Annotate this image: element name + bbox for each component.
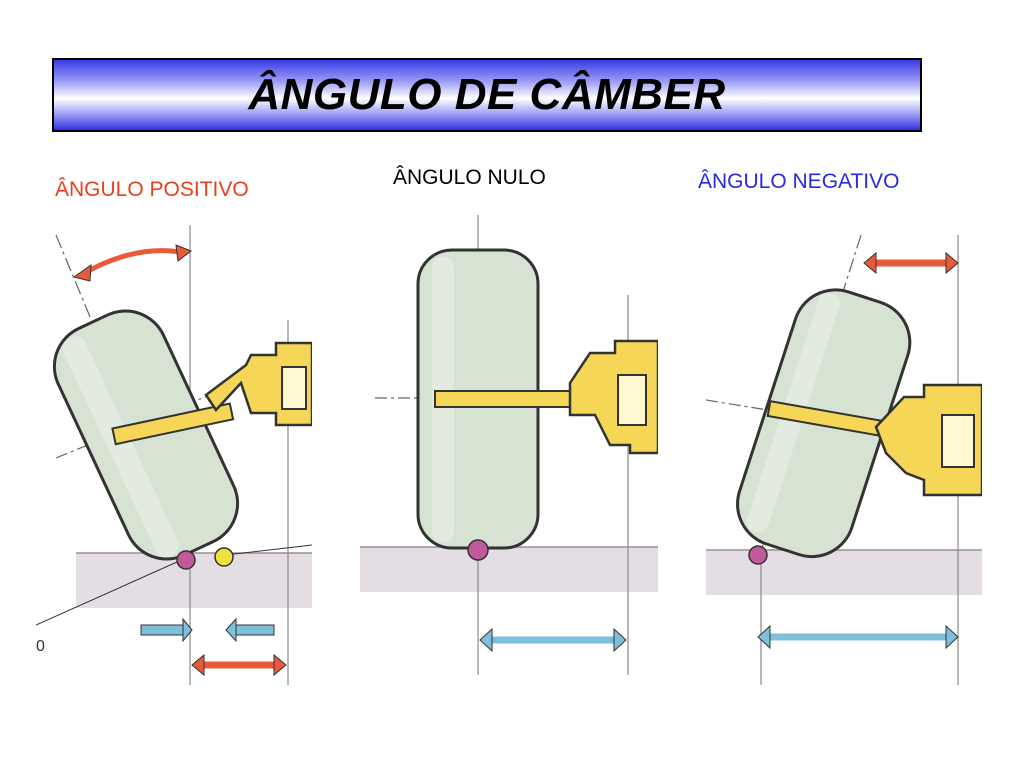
null-angle-label: ÂNGULO NULO [393,166,546,189]
negative-angle-label: ÂNGULO NEGATIVO [698,170,900,193]
camber-arc-arrow [79,248,187,278]
negative-camber-svg [706,234,982,685]
negative-camber-diagram [706,215,982,690]
contact-point-pink [467,539,489,561]
positive-camber-diagram: 0 [36,215,312,690]
ground-shading [706,550,982,595]
positive-angle-label: ÂNGULO POSITIVO [55,178,249,201]
null-camber-svg [360,215,658,675]
null-camber-diagram [360,215,658,690]
positive-camber-svg: 0 [36,225,312,685]
axle-arm [434,390,576,408]
axle-arm [111,402,235,446]
contact-line [225,544,312,556]
blue-arrow-right [182,617,193,643]
title-banner: ÂNGULO DE CÂMBER [52,58,922,132]
contact-point-yellow [214,547,234,567]
ground-shading [360,547,658,592]
blue-arrow-left [225,617,237,643]
knuckle-slot [617,374,647,426]
tilt-line [36,557,187,626]
contact-point-pink [176,550,196,570]
edge-glyph: 0 [36,638,45,655]
knuckle-slot [941,414,975,468]
knuckle-slot [281,366,307,410]
contact-point-pink [748,545,768,565]
page-title: ÂNGULO DE CÂMBER [248,70,726,119]
